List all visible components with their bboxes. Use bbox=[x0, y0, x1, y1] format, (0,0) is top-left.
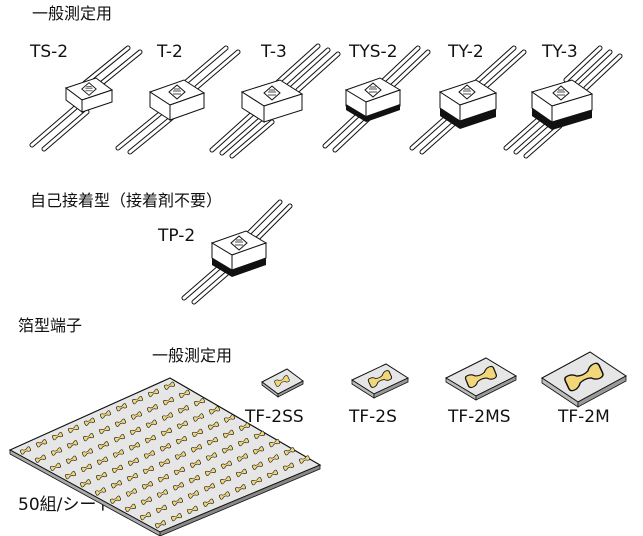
terminal-label-t2: T-2 bbox=[157, 42, 183, 62]
foil-label-tf2s: TF-2S bbox=[349, 407, 397, 427]
foil-tf2ss-illustration bbox=[261, 368, 304, 398]
terminal-ty3-illustration bbox=[503, 45, 623, 159]
terminal-t3-illustration bbox=[209, 43, 341, 159]
section-title-general: 一般測定用 bbox=[32, 4, 113, 23]
foil-label-tf2ms: TF-2MS bbox=[448, 407, 511, 427]
foil-sheet-illustration bbox=[8, 377, 322, 536]
terminal-t2-illustration bbox=[115, 45, 241, 155]
section-title-foil: 箔型端子 bbox=[18, 316, 83, 335]
terminal-tys2-illustration bbox=[322, 45, 431, 153]
terminal-label-t3: T-3 bbox=[261, 42, 287, 62]
terminal-ts2-illustration bbox=[29, 45, 143, 152]
foil-tf2ms-illustration bbox=[444, 357, 518, 401]
terminal-label-tys2: TYS-2 bbox=[349, 42, 398, 62]
foil-label-tf2ss: TF-2SS bbox=[245, 407, 304, 427]
section-subtitle-foil-general: 一般測定用 bbox=[152, 346, 233, 365]
foil-label-tf2m: TF-2M bbox=[558, 407, 610, 427]
foil-tf2m-illustration bbox=[541, 351, 627, 408]
terminal-ty2-illustration bbox=[409, 45, 527, 155]
terminal-label-ts2: TS-2 bbox=[30, 42, 69, 62]
terminal-label-tp2: TP-2 bbox=[158, 226, 196, 246]
sheet-quantity-note: 50組/シート bbox=[18, 495, 114, 515]
section-title-self-bond: 自己接着型（接着剤不要） bbox=[30, 191, 223, 210]
terminal-label-ty3: TY-3 bbox=[542, 42, 578, 62]
terminal-tp2-illustration bbox=[181, 199, 293, 305]
terminal-label-ty2: TY-2 bbox=[448, 42, 484, 62]
foil-tf2s-illustration bbox=[350, 363, 410, 399]
